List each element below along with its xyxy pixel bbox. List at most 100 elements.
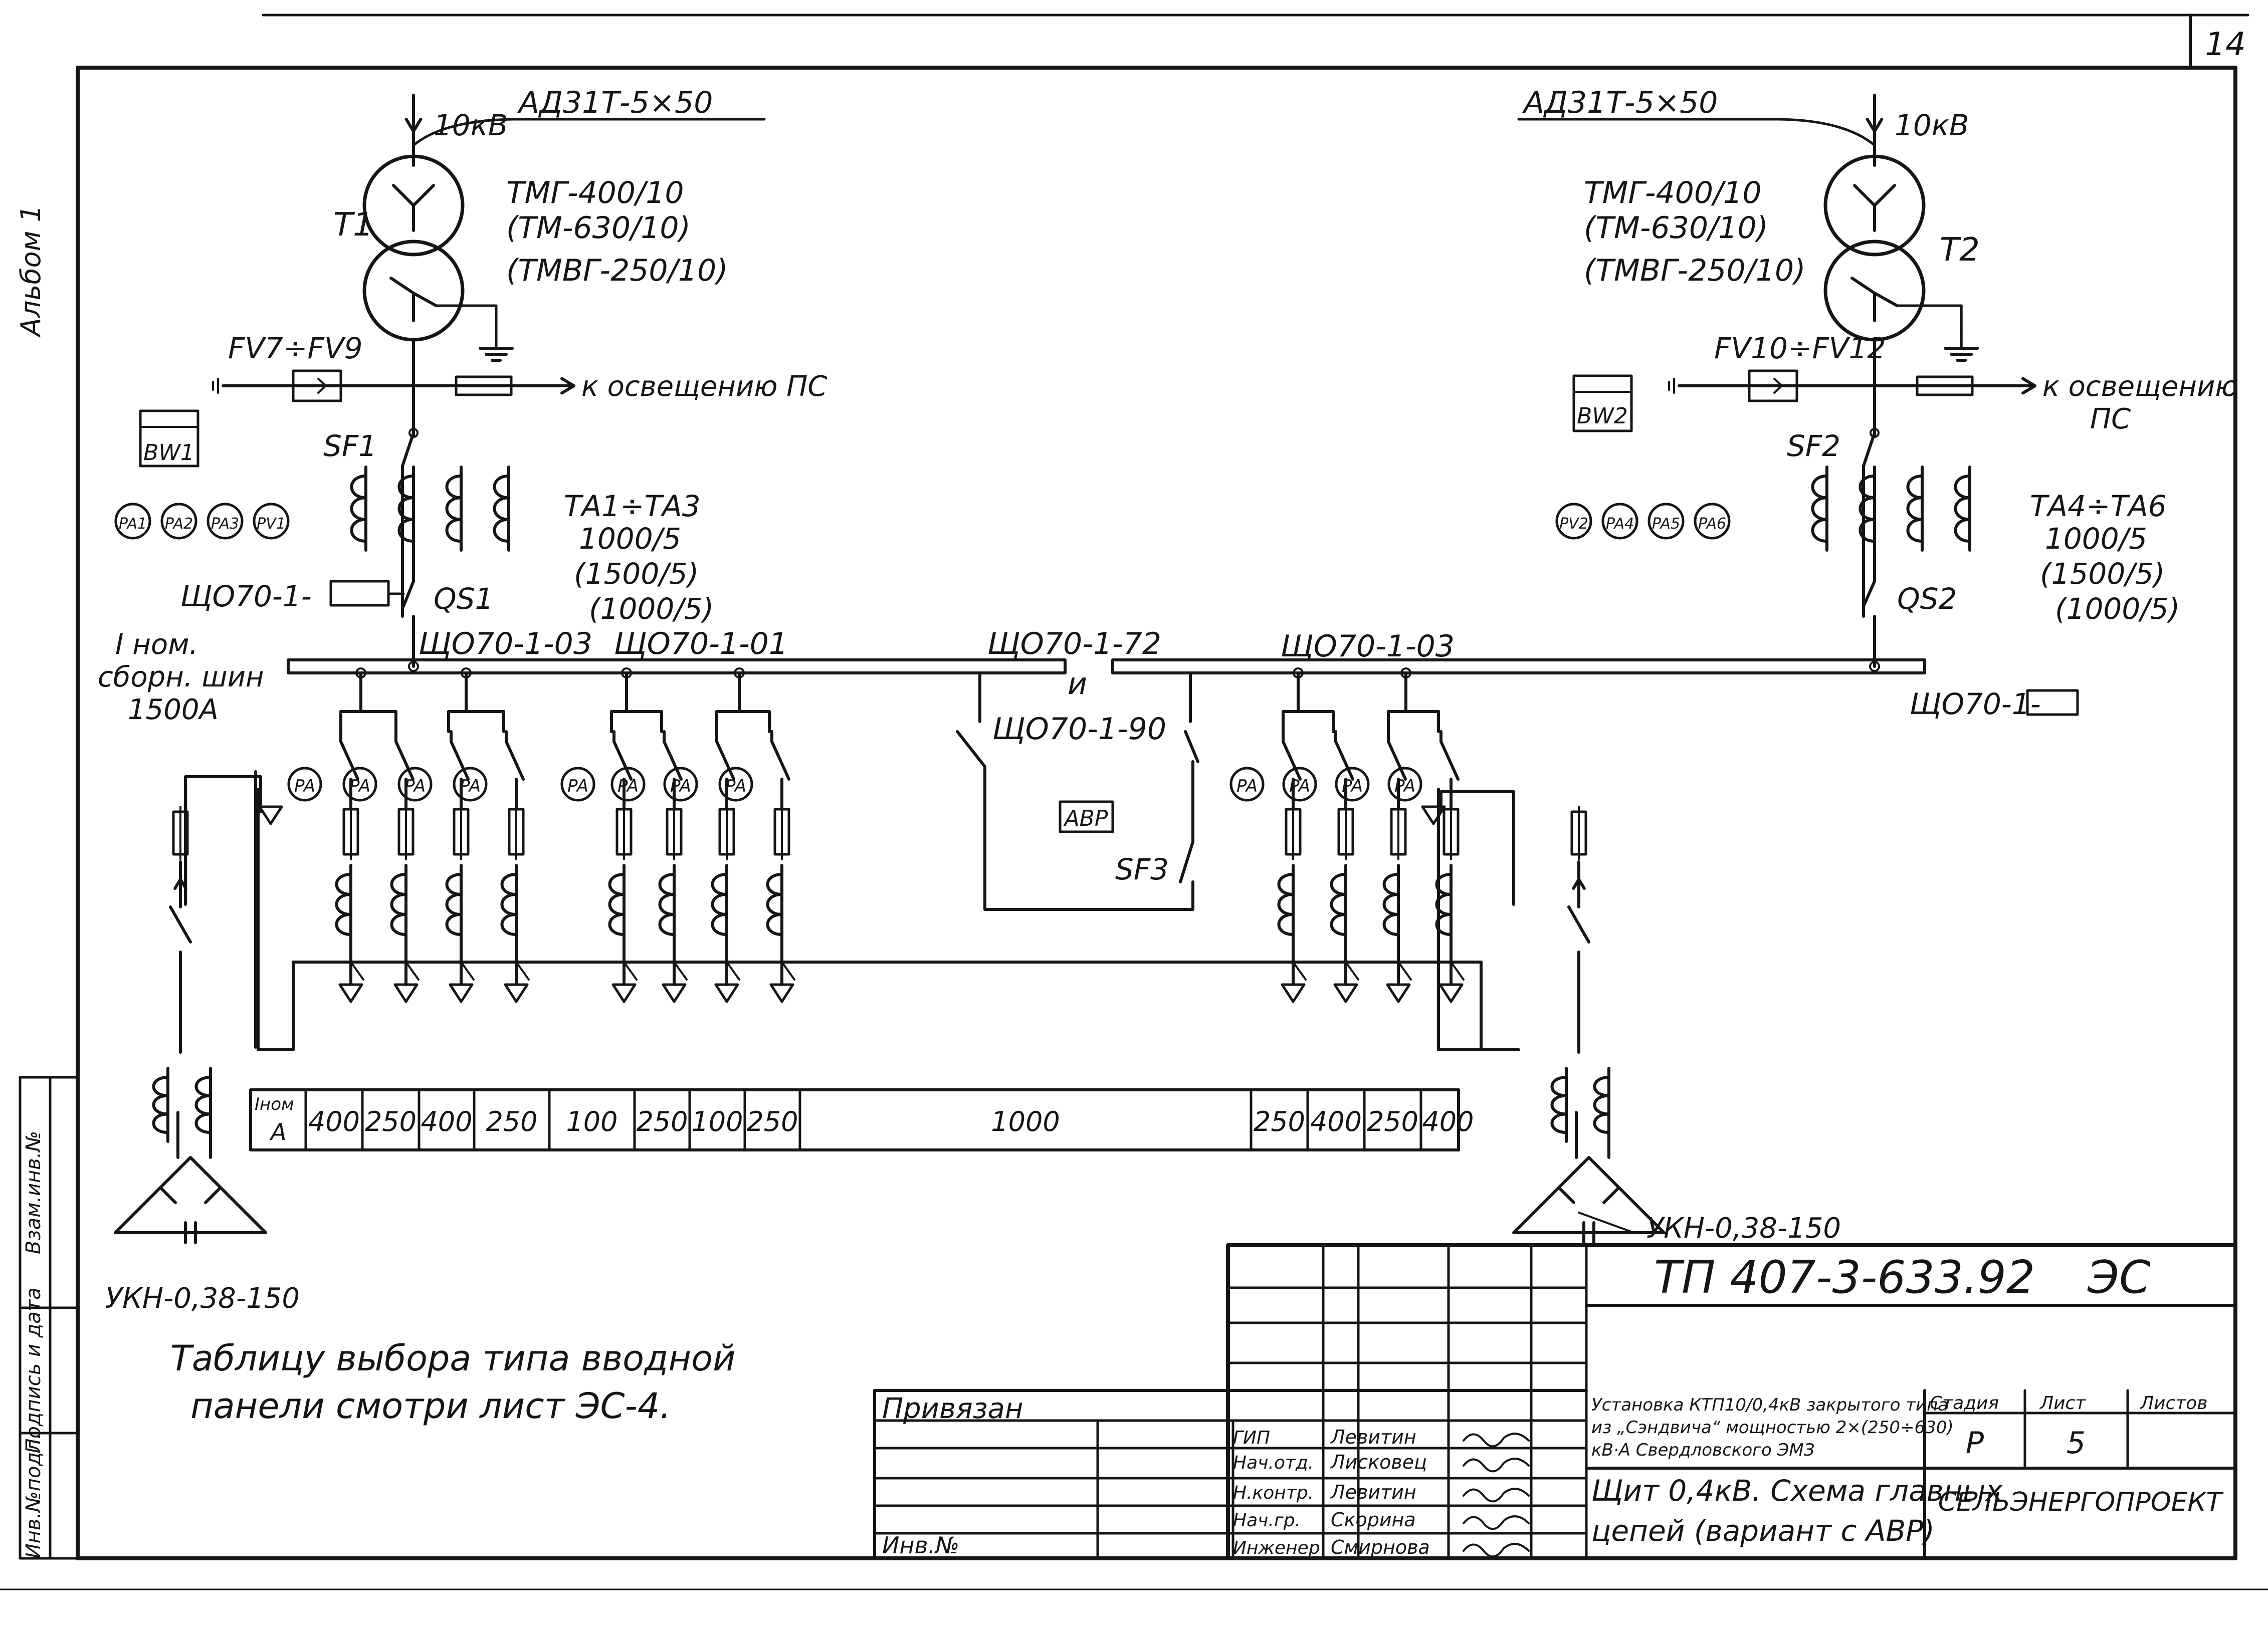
feeder-meter-label: PA bbox=[567, 776, 588, 796]
bus-tap-point bbox=[621, 667, 632, 678]
rating-value: 400 bbox=[1310, 1106, 1362, 1137]
rating-value: 250 bbox=[746, 1106, 798, 1137]
staff-name: Скорина bbox=[1331, 1509, 1416, 1531]
rating-value: 250 bbox=[365, 1106, 417, 1137]
feeder-cable-head bbox=[662, 983, 687, 1003]
feeder-zero-tick bbox=[673, 961, 688, 981]
organization-name: СЕЛЬЭНЕРГОПРОЕКТ bbox=[1938, 1487, 2224, 1517]
ct-label: 1000/5 bbox=[579, 522, 681, 556]
cap-plate bbox=[204, 1186, 222, 1204]
bus-tap bbox=[1869, 661, 1880, 672]
feeder-switch bbox=[770, 740, 790, 781]
cap-ct bbox=[194, 1076, 212, 1134]
feeder-switch bbox=[1439, 740, 1460, 781]
busbar-rating: сборн. шин bbox=[98, 661, 264, 693]
bus-coupler-left bbox=[956, 671, 1194, 911]
qs-blade bbox=[402, 580, 415, 608]
labels: ЩО70-1-ЩО70-1-Таблицу выбора типа вводно… bbox=[170, 579, 2079, 1427]
sf3-label: SF3 bbox=[1115, 852, 1169, 886]
busbar-rating: I ном. bbox=[115, 628, 198, 661]
cap-ct bbox=[1550, 1076, 1568, 1134]
feeder-meter-label: PA bbox=[1342, 776, 1363, 796]
feeder-switch bbox=[612, 740, 633, 781]
busbar-right bbox=[1111, 658, 1926, 674]
staff-signature bbox=[1463, 1543, 1530, 1558]
feeder-meter bbox=[1335, 767, 1370, 802]
bus-tap-point bbox=[355, 667, 366, 678]
staff-role: Инженер bbox=[1233, 1538, 1320, 1558]
feeder-meter bbox=[1387, 767, 1422, 802]
feeder-zero-tick bbox=[460, 961, 475, 981]
staff-role: Нач.отд. bbox=[1233, 1453, 1314, 1473]
staff-signature bbox=[1463, 1458, 1530, 1473]
feeder-meter bbox=[560, 767, 595, 802]
cap-switch-blade bbox=[1567, 905, 1590, 944]
bus-tap-point bbox=[1400, 667, 1411, 678]
sheet-number: 14 bbox=[2205, 26, 2245, 63]
surge-arrester-label: FV7÷FV9 bbox=[228, 331, 362, 365]
feeder-ct bbox=[1330, 873, 1347, 936]
neutral-lead bbox=[1896, 304, 1963, 330]
cap-ct bbox=[1593, 1076, 1610, 1134]
surge-arrester-label: FV10÷FV12 bbox=[1714, 331, 1886, 365]
feeder-zero-tick bbox=[1450, 961, 1465, 981]
feeder-switch bbox=[663, 740, 683, 781]
incoming-arrow bbox=[1866, 118, 1884, 133]
wattmeter-label: BW2 bbox=[1577, 403, 1628, 429]
input-ct-4 bbox=[1954, 475, 1971, 543]
input-ct-4 bbox=[493, 475, 510, 543]
feeder-meter-label: PA bbox=[670, 776, 691, 796]
feeder-meter-label: PA bbox=[404, 776, 426, 796]
input-ct-3 bbox=[1906, 475, 1924, 543]
left-input-section: 10кВАД31Т-5×50Т1ТМГ-400/10(ТМ-630/10)(ТМ… bbox=[114, 85, 828, 672]
meter-pa3 bbox=[207, 503, 244, 540]
cap-plate bbox=[1557, 1186, 1575, 1204]
ct-label: ТА4÷ТА6 bbox=[2030, 489, 2167, 523]
feeder-meter bbox=[663, 767, 698, 802]
qs-label: QS1 bbox=[434, 582, 493, 616]
left-panel-box bbox=[329, 580, 390, 607]
sheet-value: 5 bbox=[2067, 1426, 2086, 1461]
staff-signature bbox=[1463, 1515, 1530, 1530]
right-capacitor-label: УКН-0,38-150 bbox=[1646, 1212, 1841, 1245]
incoming-arrow bbox=[404, 118, 423, 133]
surge-arrester bbox=[1748, 369, 1798, 402]
feeder-zero-tick bbox=[515, 961, 530, 981]
feeder-meter bbox=[610, 767, 646, 802]
breaker-contact bbox=[1870, 428, 1880, 438]
feeder-zero-tick bbox=[350, 961, 364, 981]
cap-plate bbox=[159, 1186, 177, 1204]
staff-name: Смирнова bbox=[1331, 1536, 1430, 1558]
feeder-meter bbox=[1282, 767, 1317, 802]
bus-tap-point bbox=[461, 667, 472, 678]
meter-label: PV2 bbox=[1559, 515, 1588, 533]
breaker-label: SF2 bbox=[1787, 429, 1840, 463]
avr-box bbox=[1059, 800, 1114, 833]
left-panel-callout: ЩО70-1- bbox=[180, 579, 312, 613]
sheet-label: Лист bbox=[2039, 1393, 2086, 1414]
cable-leader bbox=[1778, 118, 1876, 147]
panel-label-01: ЩО70-1-01 bbox=[614, 626, 788, 661]
rating-value: 250 bbox=[1254, 1106, 1305, 1137]
bus-tap-point bbox=[1293, 667, 1304, 678]
arrester-arrow bbox=[1758, 378, 1783, 394]
feeder-meter-label: PA bbox=[617, 776, 639, 796]
feeder-meter bbox=[1229, 767, 1265, 802]
rating-table-frame bbox=[249, 1088, 1460, 1151]
transformer-type: (ТМВГ-250/10) bbox=[506, 253, 728, 288]
feeder-zero-tick bbox=[1292, 961, 1307, 981]
outer-frame bbox=[76, 66, 2237, 1560]
winding-high bbox=[362, 154, 465, 257]
transformer-type: (ТМВГ-250/10) bbox=[1584, 253, 1806, 288]
bus-coupler-right bbox=[1184, 671, 1199, 843]
staff-name: Левитин bbox=[1330, 1481, 1416, 1503]
breaker-contact bbox=[408, 428, 419, 438]
ct-label: (1500/5) bbox=[574, 557, 699, 591]
cap-feed bbox=[184, 775, 262, 906]
bus-tap-point bbox=[734, 667, 745, 678]
staff-signature bbox=[1463, 1433, 1530, 1448]
stage-label: Стадия bbox=[1930, 1393, 1999, 1414]
